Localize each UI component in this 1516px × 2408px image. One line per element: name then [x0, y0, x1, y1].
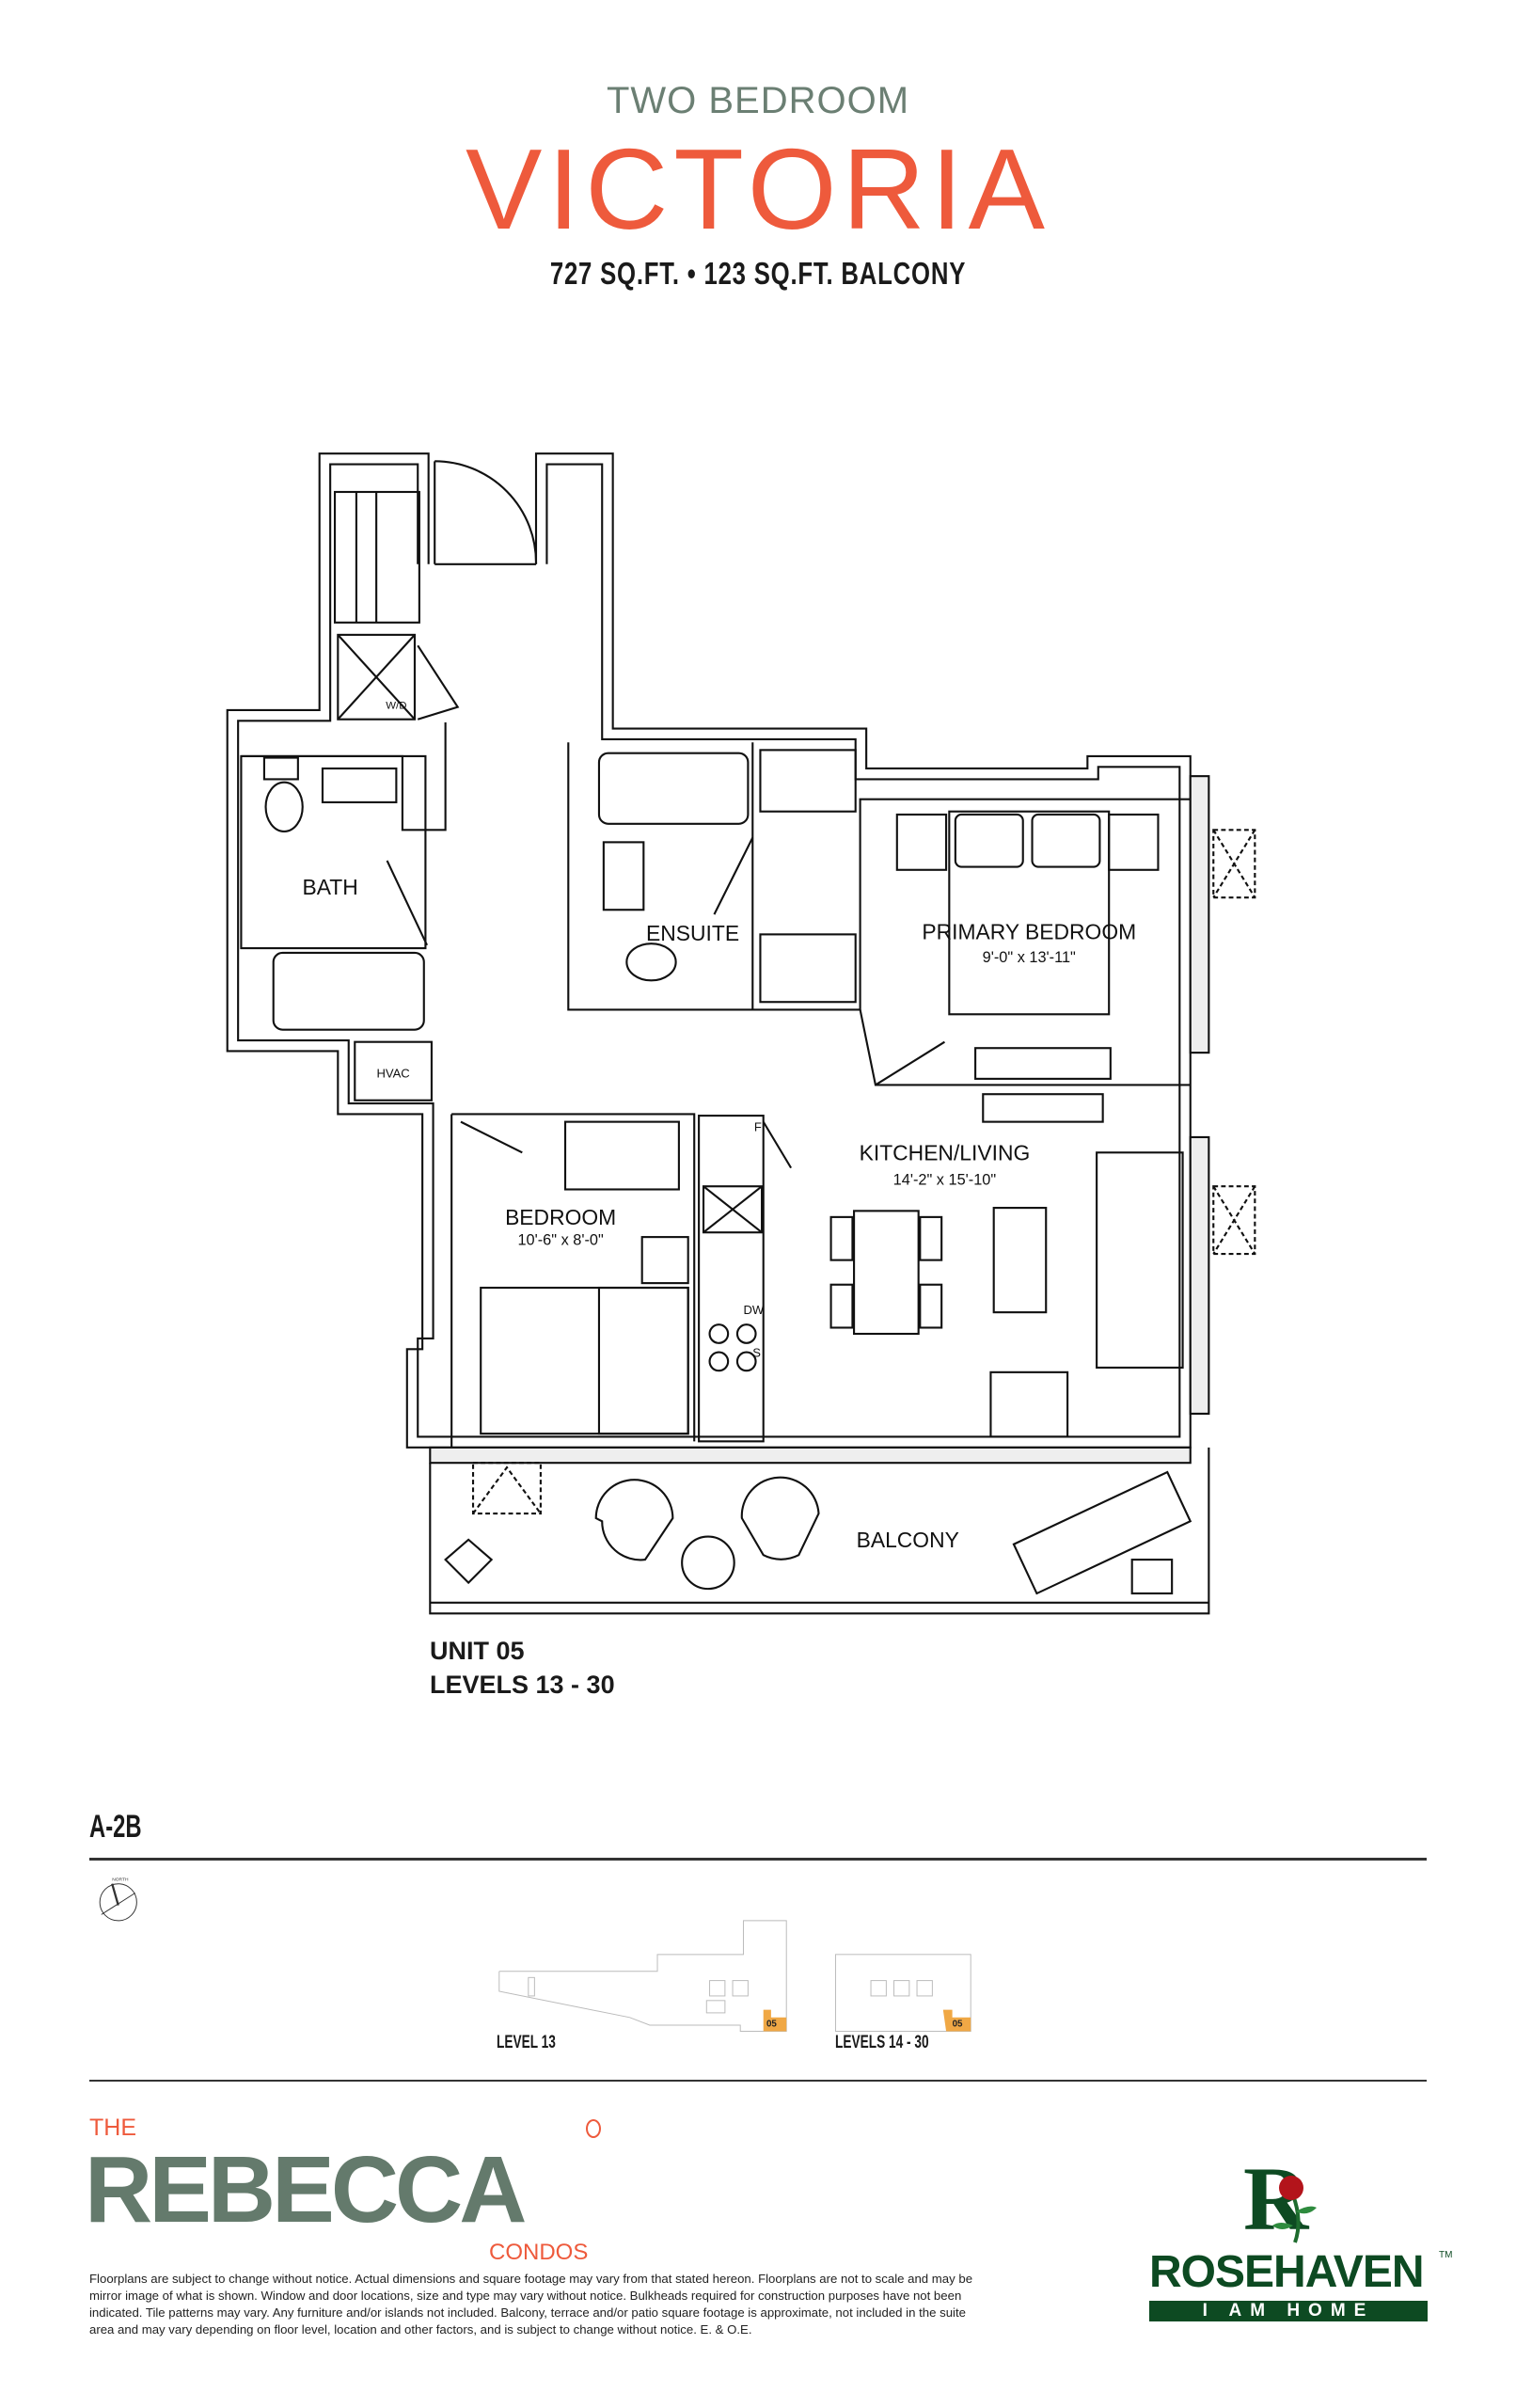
balcony-chair — [594, 1479, 674, 1561]
label-hvac: HVAC — [376, 1066, 409, 1080]
room-label-kitchen-living: KITCHEN/LIVING — [860, 1140, 1031, 1164]
developer-name: ROSEHAVEN — [1149, 2247, 1424, 2297]
room-label-primary-bedroom: PRIMARY BEDROOM — [922, 919, 1136, 943]
unit-highlight — [942, 2009, 971, 2032]
keyplan-unit-label: 05 — [766, 2020, 777, 2030]
keyplan-label: LEVELS 14 - 30 — [835, 2033, 929, 2052]
closet — [563, 1120, 680, 1191]
unit-name: VICTORIA — [466, 125, 1050, 253]
ensuite-door — [713, 836, 754, 915]
vanity — [321, 767, 398, 803]
room-dims-bedroom: 10'-6" x 8'-0" — [517, 1231, 604, 1248]
brand-the: THE — [89, 2115, 136, 2141]
rose-icon — [1272, 2176, 1317, 2243]
walls — [226, 452, 1256, 1615]
label-fridge: F — [754, 1119, 762, 1133]
outer-wall — [226, 452, 1192, 1449]
unit-area: 727 SQ.FT. • 123 SQ.FT. BALCONY — [549, 256, 967, 291]
bathtub — [272, 951, 425, 1031]
closet — [759, 933, 857, 1004]
keyplan-label: LEVEL 13 — [497, 2033, 556, 2052]
fridge-door — [762, 1121, 793, 1169]
divider — [89, 2080, 1427, 2082]
balcony-outline — [429, 1447, 1210, 1615]
room-dims-primary-bedroom: 9'-0" x 13'-11" — [983, 949, 1076, 966]
bath-tile — [240, 754, 427, 950]
bedroom2-door — [460, 1120, 523, 1154]
tv-console — [982, 1093, 1104, 1123]
brand-ring-icon — [586, 2119, 601, 2138]
balcony-table — [681, 1535, 735, 1591]
unit-highlight — [763, 2009, 787, 2032]
keyplan-level-13 — [498, 1920, 787, 2032]
ensuite-tub — [597, 752, 750, 825]
dining-table — [853, 1210, 920, 1336]
unit-type: TWO BEDROOM — [606, 80, 910, 121]
room-label-ensuite: ENSUITE — [646, 921, 739, 945]
balcony-chair — [740, 1476, 820, 1560]
label-sink: S — [752, 1346, 761, 1360]
keyplan-unit-label: 05 — [953, 2020, 963, 2030]
ensuite-vanity — [602, 841, 645, 911]
bed — [480, 1286, 689, 1435]
disclaimer: Floorplans are subject to change without… — [89, 2272, 973, 2337]
inner-wall — [237, 463, 1181, 1438]
toilet — [264, 781, 304, 833]
sofa — [1096, 1151, 1184, 1370]
keyplan-levels-14-30 — [834, 1954, 971, 2032]
bed — [948, 810, 1111, 1016]
bath-door — [386, 860, 428, 946]
closet — [759, 749, 857, 813]
coffee-table — [992, 1207, 1048, 1314]
unit-levels: LEVELS 13 - 30 — [430, 1671, 615, 1699]
armchair — [989, 1370, 1069, 1438]
brand-condos: CONDOS — [489, 2240, 589, 2265]
brand-logo: REBECCA — [85, 2137, 527, 2242]
dresser — [974, 1047, 1112, 1080]
trademark: TM — [1439, 2250, 1453, 2260]
svg-text:NORTH: NORTH — [112, 1877, 129, 1882]
north-compass-icon: NORTH — [99, 1877, 137, 1922]
ensuite-toilet — [625, 943, 677, 982]
hvac-unit — [354, 1040, 433, 1101]
developer-tagline: I AM HOME — [1149, 2301, 1428, 2321]
model-code: A-2B — [89, 1809, 142, 1845]
label-dishwasher: DW — [743, 1303, 764, 1317]
plant — [444, 1538, 494, 1585]
room-label-bath: BATH — [303, 875, 358, 899]
divider — [89, 1858, 1427, 1861]
kitchen-counter — [698, 1115, 765, 1443]
bedroom-door — [875, 1040, 945, 1086]
room-label-balcony: BALCONY — [857, 1528, 959, 1552]
unit-number: UNIT 05 — [430, 1637, 525, 1665]
room-dims-kitchen-living: 14'-2" x 15'-10" — [893, 1172, 997, 1189]
label-wd: W/D — [386, 700, 406, 711]
washer-dryer — [337, 633, 417, 721]
room-label-bedroom: BEDROOM — [505, 1205, 616, 1229]
lounger — [1012, 1470, 1192, 1595]
entry-door — [434, 460, 538, 565]
